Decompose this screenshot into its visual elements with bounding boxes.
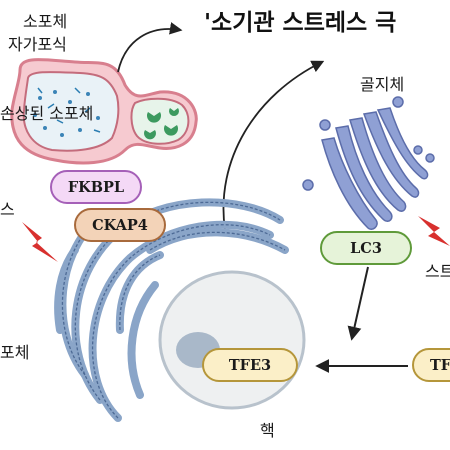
stress-lightning-left xyxy=(22,222,58,262)
label-stress-left: 스 xyxy=(0,200,15,219)
lc3-to-tfe3-arrow xyxy=(347,266,369,341)
pill-tfe3: TFE3 xyxy=(202,348,298,382)
pill-ckap4: CKAP4 xyxy=(74,208,166,242)
page-title: '소기관 스트레스 극 xyxy=(204,10,397,36)
stress-lightning-right xyxy=(418,216,450,246)
label-nucleus: 핵 xyxy=(260,421,275,440)
label-stress-right: 스트 xyxy=(425,262,450,281)
autophagy-arrow xyxy=(117,22,183,73)
label-golgi: 골지체 xyxy=(360,75,405,94)
label-autophagy: 자가포식 xyxy=(8,35,67,54)
er-membrane-detail xyxy=(61,201,286,419)
pill-fkbpl: FKBPL xyxy=(50,170,142,204)
label-damaged-lysosome: 손상된 소포체 xyxy=(0,104,94,123)
golgi-illustration xyxy=(302,96,435,231)
autolysosome-illustration xyxy=(10,58,198,165)
pill-lc3: LC3 xyxy=(320,231,412,265)
nucleus-illustration xyxy=(158,270,306,410)
label-lysosome-top: 소포체 xyxy=(23,12,68,31)
label-er-left: 포체 xyxy=(0,343,30,362)
pill-tfe3-right: TF xyxy=(412,348,450,382)
